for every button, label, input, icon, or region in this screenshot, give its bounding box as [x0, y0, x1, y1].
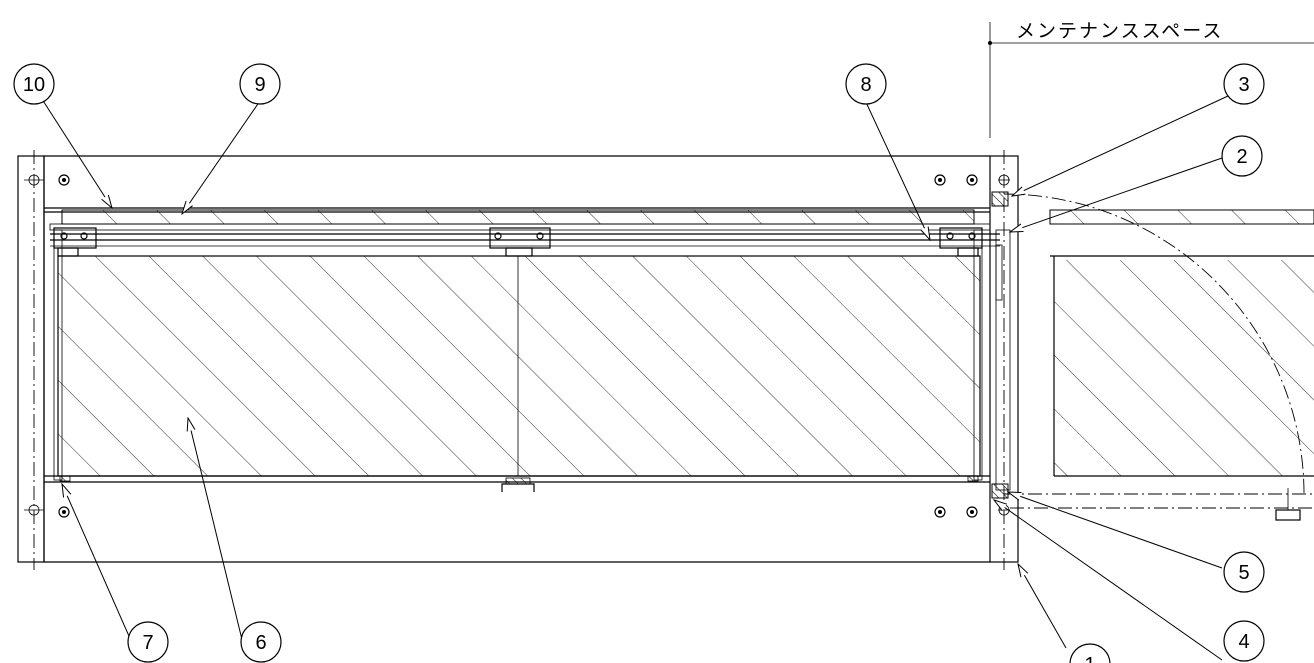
main-panel	[53, 229, 983, 481]
bolt-bl	[58, 506, 70, 518]
balloon-7-label: 7	[142, 632, 153, 654]
balloon-8: 8	[845, 63, 887, 105]
leader-lines	[39, 95, 1229, 661]
balloon-2-label: 2	[1236, 146, 1247, 168]
bolt-b5	[946, 232, 954, 240]
balloon-4: 4	[1223, 620, 1265, 662]
balloon-3-label: 3	[1238, 74, 1249, 96]
balloon-9-label: 9	[254, 74, 265, 96]
bolt-b1	[60, 232, 68, 240]
bolt-tl	[58, 174, 70, 186]
left-post	[17, 150, 45, 570]
maintenance-space-dimension: メンテナンススペース	[988, 20, 1314, 138]
door-swing	[1003, 193, 1314, 521]
balloon-6: 6	[240, 621, 282, 663]
balloon-8-label: 8	[860, 74, 871, 96]
balloon-1: 1	[1069, 643, 1111, 663]
balloon-1-label: 1	[1084, 654, 1095, 663]
balloon-10: 10	[13, 63, 55, 105]
top-panel-strip	[49, 209, 1000, 247]
maintenance-space-label: メンテナンススペース	[1016, 20, 1223, 42]
bolt-b6	[968, 232, 976, 240]
bolt-br2	[966, 506, 978, 518]
balloon-4-label: 4	[1238, 631, 1249, 653]
balloon-3: 3	[1223, 63, 1265, 105]
bolt-b4	[536, 232, 544, 240]
balloon-2: 2	[1221, 135, 1263, 177]
bolt-tr1	[934, 174, 946, 186]
balloon-7: 7	[127, 621, 169, 663]
bolt-b3	[494, 232, 502, 240]
balloon-5: 5	[1223, 551, 1265, 593]
roller-brackets	[53, 227, 983, 492]
bolt-b2	[80, 232, 88, 240]
balloon-6-label: 6	[255, 632, 266, 654]
balloon-9: 9	[239, 63, 281, 105]
balloon-5-label: 5	[1238, 562, 1249, 584]
bolts	[58, 174, 978, 518]
bolt-tr2	[966, 174, 978, 186]
bolt-br1	[934, 506, 946, 518]
balloon-10-label: 10	[23, 74, 45, 96]
